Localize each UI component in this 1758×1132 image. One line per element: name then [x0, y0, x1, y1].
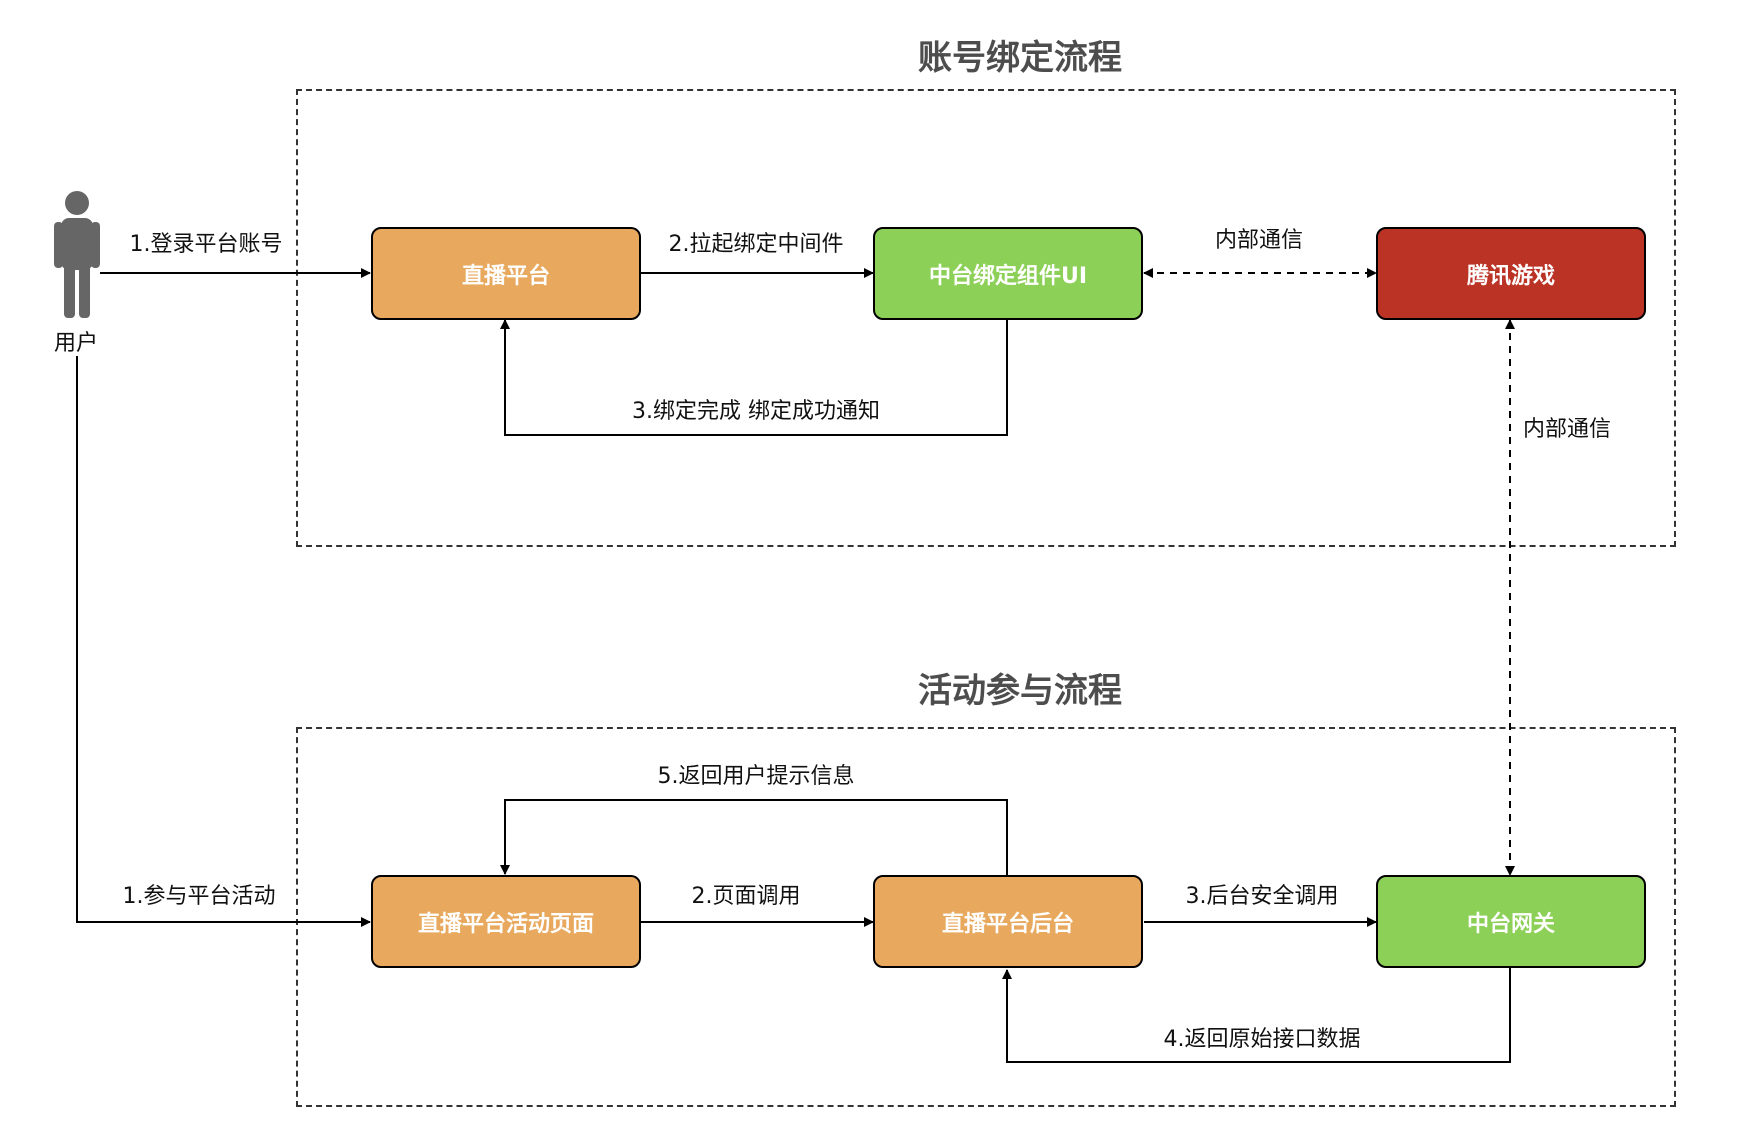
- binding-flow-group: [296, 89, 1676, 547]
- node-activity-page: 直播平台活动页面: [371, 875, 641, 968]
- user-icon: [54, 191, 100, 318]
- activity-flow-title: 活动参与流程: [918, 671, 1122, 711]
- label-internal-h: 内部通信: [1214, 228, 1304, 253]
- node-gateway: 中台网关: [1376, 875, 1646, 968]
- user-label: 用户: [53, 331, 99, 356]
- edge-tips-return: [500, 799, 1008, 876]
- label-login: 1.登录平台账号: [129, 232, 283, 257]
- binding-flow-title: 账号绑定流程: [918, 38, 1122, 78]
- label-secure-call: 3.后台安全调用: [1185, 884, 1339, 909]
- edge-notify: [500, 319, 1008, 436]
- label-page-call: 2.页面调用: [691, 884, 801, 909]
- edge-raw-return: [1002, 968, 1511, 1063]
- label-launch: 2.拉起绑定中间件: [668, 232, 844, 257]
- node-binding-ui: 中台绑定组件UI: [873, 227, 1143, 320]
- label-raw-return: 4.返回原始接口数据: [1163, 1027, 1361, 1052]
- node-live-platform: 直播平台: [371, 227, 641, 320]
- activity-flow-group: [296, 727, 1676, 1107]
- edge-join: [76, 356, 371, 927]
- label-notify: 3.绑定完成 绑定成功通知: [632, 399, 880, 424]
- node-platform-backend: 直播平台后台: [873, 875, 1143, 968]
- label-join: 1.参与平台活动: [122, 884, 276, 909]
- node-tencent-games: 腾讯游戏: [1376, 227, 1646, 320]
- label-tips-return: 5.返回用户提示信息: [657, 764, 855, 789]
- label-internal-v: 内部通信: [1522, 417, 1612, 442]
